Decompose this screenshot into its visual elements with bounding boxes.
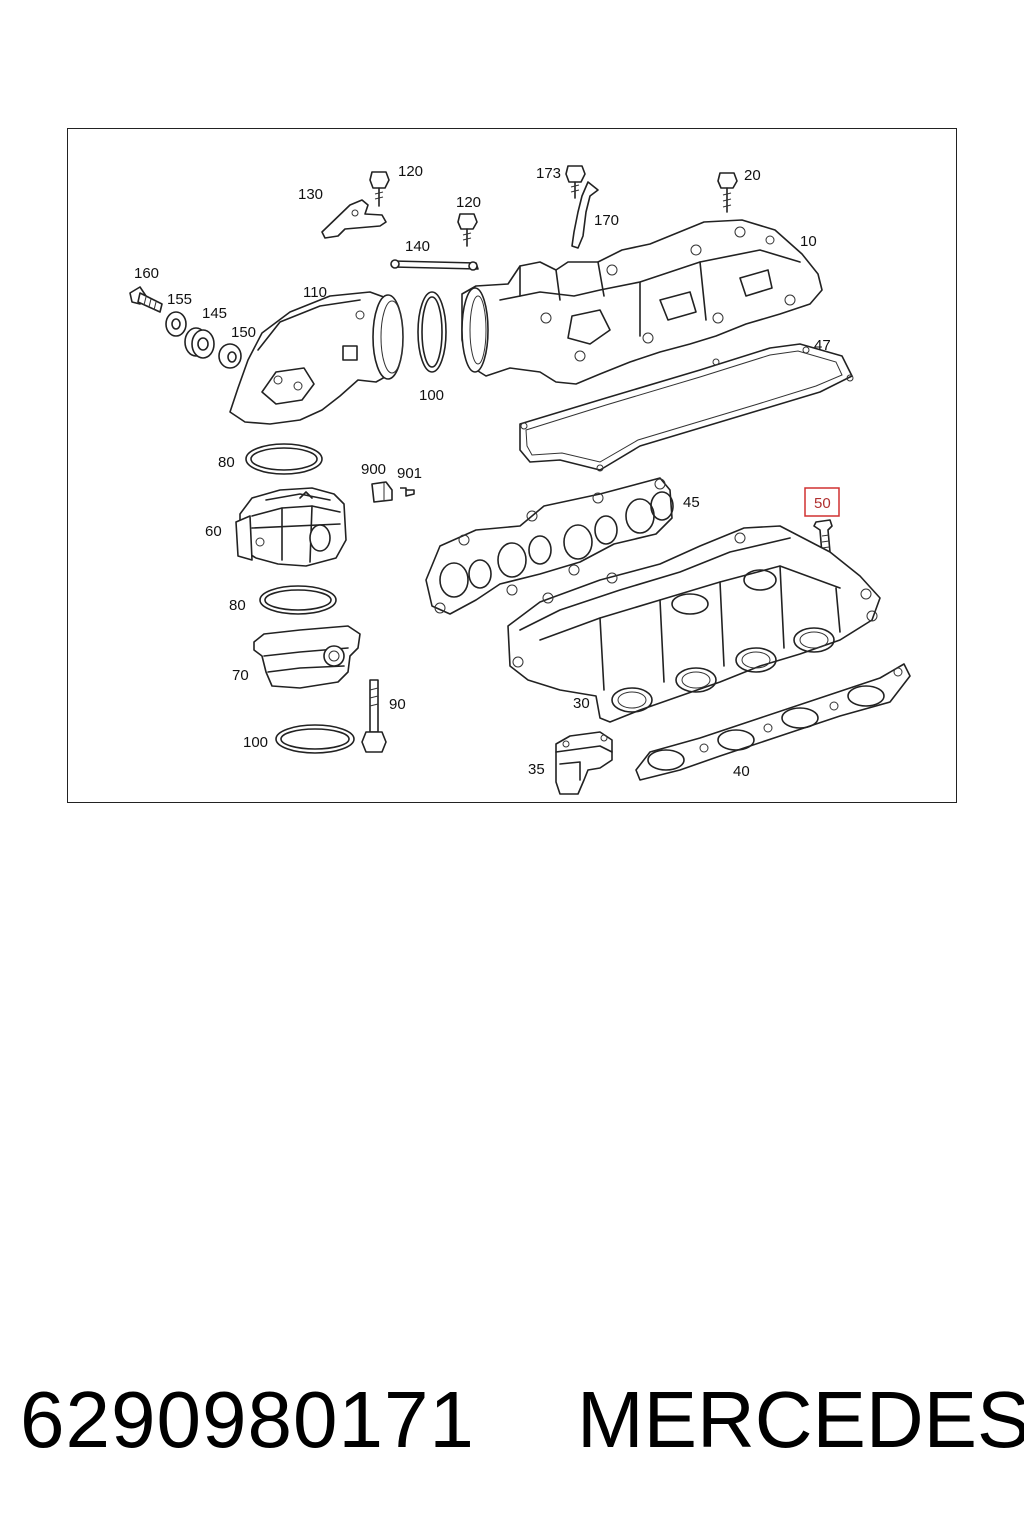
label-10: 10 bbox=[800, 233, 817, 250]
label-80-upper: 80 bbox=[218, 454, 235, 471]
label-80-lower: 80 bbox=[229, 597, 246, 614]
label-900: 900 bbox=[361, 461, 386, 478]
diagram-frame bbox=[67, 128, 957, 803]
gasket-40[interactable] bbox=[635, 663, 911, 781]
label-145: 145 bbox=[202, 305, 227, 322]
label-170: 170 bbox=[594, 212, 619, 229]
adapter-70[interactable] bbox=[253, 625, 361, 689]
label-120-left: 120 bbox=[398, 163, 423, 180]
label-155: 155 bbox=[167, 291, 192, 308]
intake-pipe-110[interactable] bbox=[229, 291, 404, 425]
washer-155[interactable] bbox=[165, 311, 187, 337]
connector-900[interactable] bbox=[371, 481, 393, 503]
bolt-90[interactable] bbox=[361, 679, 387, 753]
manifold-upper-10[interactable] bbox=[461, 219, 823, 385]
o-ring-80-upper[interactable] bbox=[245, 443, 323, 475]
label-173: 173 bbox=[536, 165, 561, 182]
throttle-body-60[interactable] bbox=[235, 487, 347, 567]
bolt-173[interactable] bbox=[565, 165, 586, 199]
label-100-lower: 100 bbox=[243, 734, 268, 751]
label-70: 70 bbox=[232, 667, 249, 684]
label-901: 901 bbox=[397, 465, 422, 482]
label-110: 110 bbox=[303, 284, 327, 301]
label-20: 20 bbox=[744, 167, 761, 184]
pin-901[interactable] bbox=[400, 487, 415, 497]
label-60: 60 bbox=[205, 523, 222, 540]
label-140: 140 bbox=[405, 238, 430, 255]
label-30: 30 bbox=[573, 695, 590, 712]
o-ring-80-lower[interactable] bbox=[259, 585, 337, 615]
bracket-170[interactable] bbox=[571, 181, 599, 249]
bolt-120-middle[interactable] bbox=[457, 213, 478, 247]
part-number: 6290980171 bbox=[20, 1375, 475, 1464]
label-50: 50 bbox=[814, 495, 831, 512]
manifold-lower-30[interactable] bbox=[507, 525, 881, 723]
washer-150[interactable] bbox=[218, 343, 242, 369]
o-ring-100-lower[interactable] bbox=[275, 724, 355, 754]
bolt-160[interactable] bbox=[129, 286, 163, 313]
gasket-47[interactable] bbox=[519, 343, 854, 472]
grommet-145[interactable] bbox=[184, 327, 215, 359]
label-90: 90 bbox=[389, 696, 406, 713]
o-ring-100-upper[interactable] bbox=[417, 291, 447, 373]
bolt-20[interactable] bbox=[717, 172, 738, 213]
label-120-middle: 120 bbox=[456, 194, 481, 211]
label-35: 35 bbox=[528, 761, 545, 778]
footer: 6290980171 MERCEDES bbox=[0, 1370, 1024, 1470]
bracket-130[interactable] bbox=[321, 199, 387, 239]
brand-name: MERCEDES bbox=[577, 1375, 1024, 1464]
sensor-50-callout[interactable] bbox=[804, 487, 840, 517]
label-45: 45 bbox=[683, 494, 700, 511]
label-100-upper: 100 bbox=[419, 387, 444, 404]
rod-140[interactable] bbox=[390, 259, 479, 271]
gasket-45[interactable] bbox=[425, 477, 674, 615]
label-40: 40 bbox=[733, 763, 750, 780]
label-150: 150 bbox=[231, 324, 256, 341]
label-160: 160 bbox=[134, 265, 159, 282]
bolt-120-left[interactable] bbox=[369, 171, 390, 207]
label-47: 47 bbox=[814, 337, 831, 354]
actuator-35[interactable] bbox=[555, 731, 613, 795]
label-130: 130 bbox=[298, 186, 323, 203]
